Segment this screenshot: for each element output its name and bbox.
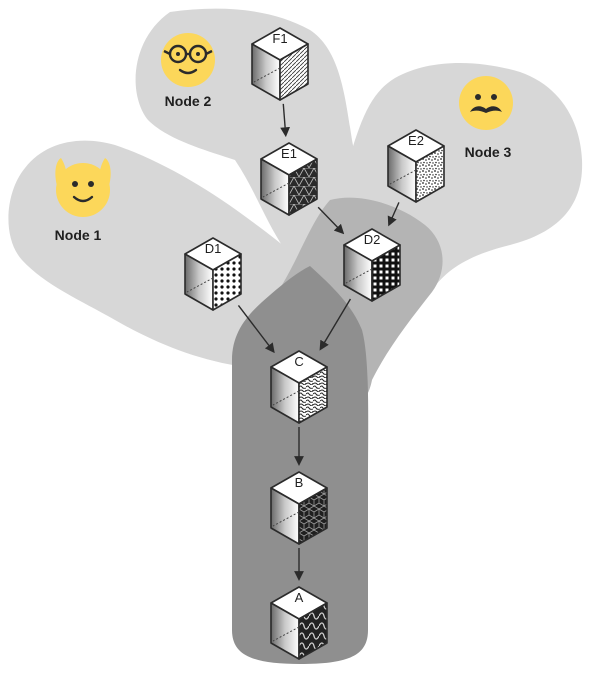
block-d1: D1 xyxy=(184,237,242,311)
block-f1: F1 xyxy=(251,27,309,101)
block-d2: D2 xyxy=(343,228,401,302)
node-2-label: Node 2 xyxy=(165,93,212,109)
block-label: C xyxy=(294,354,303,369)
edge-f1-to-e1 xyxy=(280,103,290,138)
block-label: B xyxy=(295,475,304,490)
raised-hands-face-icon xyxy=(55,158,111,217)
glasses-face-icon xyxy=(161,33,215,87)
block-label: D1 xyxy=(205,241,222,256)
edge-e1-to-d2 xyxy=(317,206,345,235)
node-1-label: Node 1 xyxy=(55,227,102,243)
block-a: A xyxy=(270,586,328,660)
block-e1: E1 xyxy=(260,142,318,216)
mustache-face-icon xyxy=(459,76,513,130)
edge-d2-to-c xyxy=(319,298,352,351)
block-e2: E2 xyxy=(387,129,445,203)
node-3-label: Node 3 xyxy=(465,144,512,160)
block-label: A xyxy=(295,590,304,605)
block-label: E1 xyxy=(281,146,297,161)
edges-layer xyxy=(237,103,400,581)
block-label: F1 xyxy=(272,31,287,46)
block-c: C xyxy=(270,350,328,424)
block-b: B xyxy=(270,471,328,545)
edge-d1-to-c xyxy=(237,304,275,354)
block-label: E2 xyxy=(408,133,424,148)
block-label: D2 xyxy=(364,232,381,247)
edge-e2-to-d2 xyxy=(387,202,400,227)
